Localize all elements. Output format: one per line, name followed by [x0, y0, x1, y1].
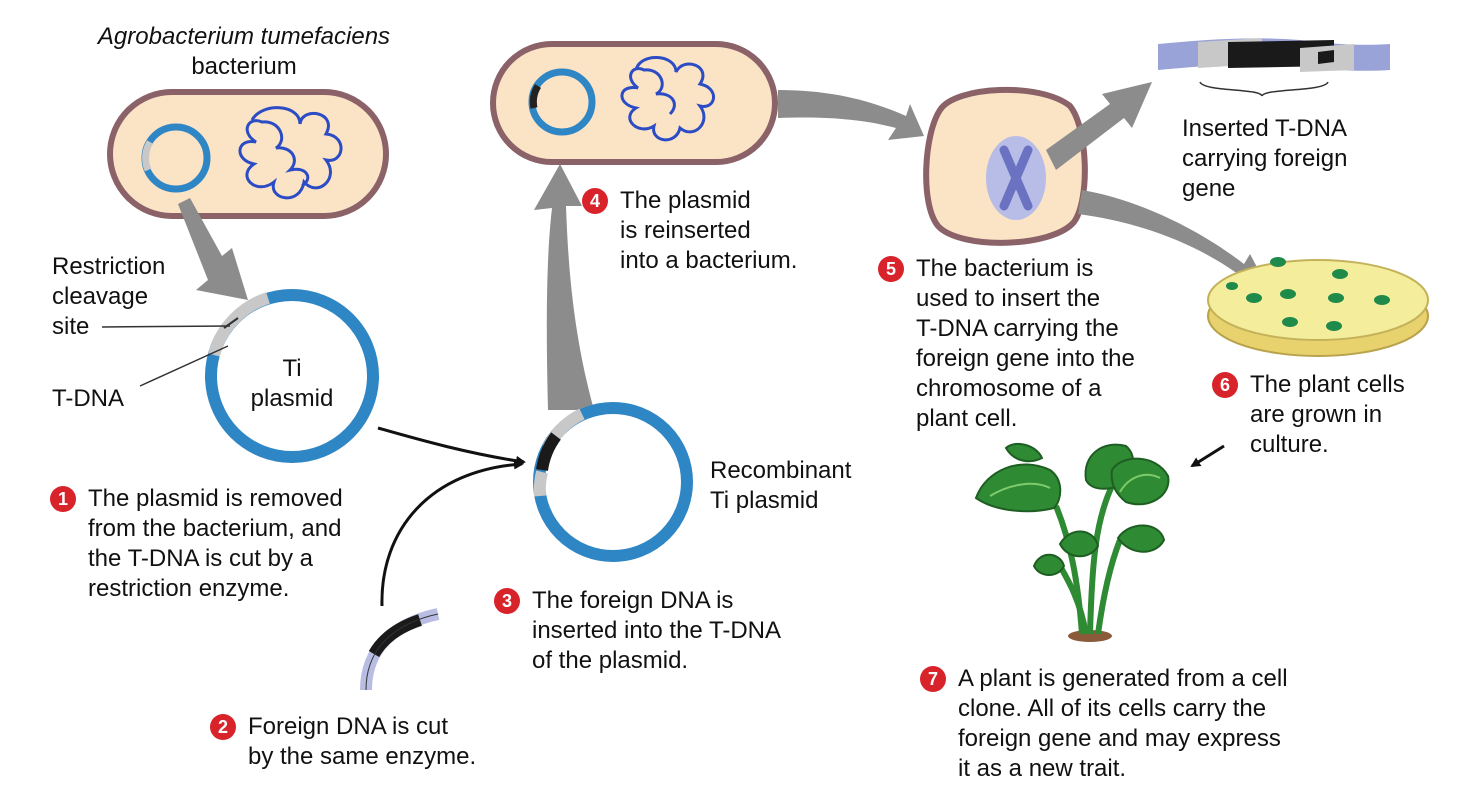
tdna-label: T-DNA: [52, 385, 124, 412]
ti-plasmid-label: Ti plasmid: [250, 355, 334, 412]
step-7-number: 7: [920, 666, 946, 692]
cell-colonies: [1226, 257, 1390, 331]
recombinant-plasmid-label: Recombinant Ti plasmid: [710, 457, 852, 514]
step-4: 4 The plasmid is reinserted into a bacte…: [582, 186, 797, 276]
small-plasmid-1-tdna: [142, 140, 154, 172]
plant-chromosome: [999, 145, 1033, 211]
step-2: 2 Foreign DNA is cut by the same enzyme.: [210, 712, 476, 772]
black-arrows: [377, 426, 1225, 607]
step-7: 7 A plant is generated from a cell clone…: [920, 664, 1288, 784]
inserted-tdna-label: Inserted T-DNA carrying foreign gene: [1182, 115, 1348, 202]
step-1: 1 The plasmid is removed from the bacter…: [50, 484, 343, 604]
step-5-number: 5: [878, 256, 904, 282]
step-6-text: The plant cells are grown in culture.: [1250, 371, 1405, 458]
step-7-text: A plant is generated from a cell clone. …: [958, 665, 1288, 782]
plant: [974, 442, 1170, 642]
inserted-tdna-strip: [1158, 38, 1390, 97]
step-6: 6 The plant cells are grown in culture.: [1212, 370, 1405, 460]
step-6-number: 6: [1212, 372, 1238, 398]
recombinant-foreign-insert: [536, 432, 561, 472]
gray-arrows: [178, 82, 1268, 410]
bacterial-chromosome-1: [238, 106, 343, 200]
bacterium-2: [490, 41, 778, 165]
bacterial-chromosome-2: [620, 56, 715, 142]
step-4-text: The plasmid is reinserted into a bacteri…: [620, 187, 798, 274]
step-5-text: The bacterium is used to insert the T-DN…: [916, 255, 1135, 432]
bacterium-subtitle: bacterium: [191, 53, 297, 80]
step-1-text: The plasmid is removed from the bacteriu…: [88, 485, 343, 602]
leader-lines: [101, 325, 231, 387]
culture-dish: [1207, 257, 1429, 357]
step-5: 5 The bacterium is used to insert the T-…: [878, 254, 1135, 434]
recombinant-plasmid: [533, 402, 693, 562]
recombinant-tdna-gray-2: [533, 470, 548, 497]
bacterium-1: [107, 89, 389, 219]
plant-cell: [923, 86, 1088, 246]
step-4-number: 4: [582, 188, 608, 214]
step-3-text: The foreign DNA is inserted into the T-D…: [532, 587, 782, 674]
foreign-dna-fragment: [360, 608, 440, 691]
small-plasmid-2-insert: [529, 84, 542, 109]
ti-plasmid-tdna-segment: [208, 292, 270, 357]
step-3: 3 The foreign DNA is inserted into the T…: [494, 586, 781, 676]
step-2-text: Foreign DNA is cut by the same enzyme.: [248, 713, 477, 770]
restriction-site-label: Restriction cleavage site: [52, 253, 166, 340]
step-2-number: 2: [210, 714, 236, 740]
step-1-number: 1: [50, 486, 76, 512]
bacterium-title: Agrobacterium tumefaciens: [97, 23, 391, 50]
step-3-number: 3: [494, 588, 520, 614]
